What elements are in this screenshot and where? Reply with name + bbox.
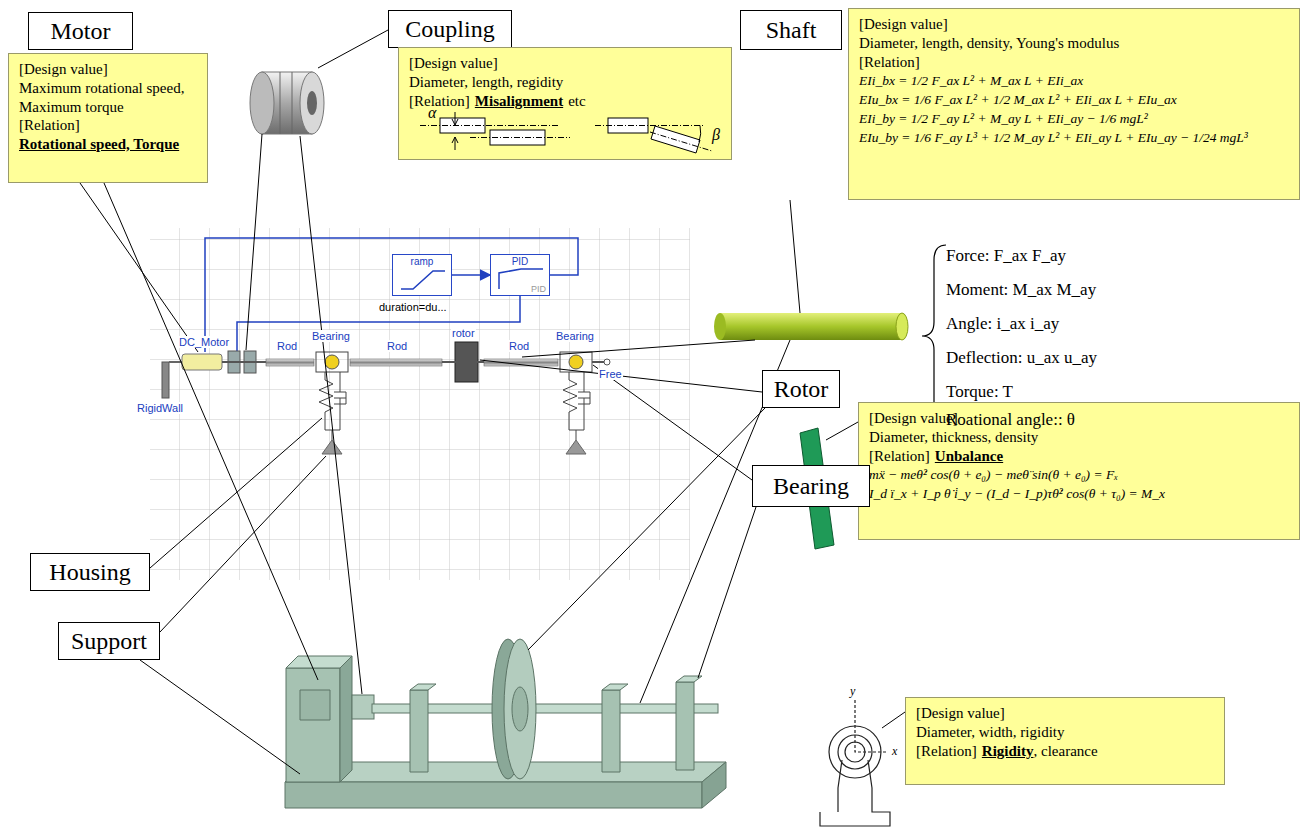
variable-item: Angle: i_ax i_ay (946, 314, 1059, 334)
component-name: Rod (386, 340, 408, 352)
block-parameter: duration=du... (379, 301, 447, 313)
equation: I_d ï_x + I_p θ̇ i̇_y − (I_d − I_p)τθ̇² … (869, 486, 1165, 501)
pid-block: PID PID (490, 254, 550, 296)
part-label: Bearing (752, 465, 870, 507)
note-text: [Relation] (869, 448, 930, 464)
note-text: [Relation] (409, 93, 470, 109)
block-caption: PID (531, 284, 546, 294)
part-label: Coupling (388, 10, 512, 48)
equation: mẍ − meθ̇² cos(θ + e₀) − meθ̈ sin(θ + e₀… (869, 467, 1118, 482)
component-name: Rod (508, 340, 530, 352)
text-line: [Design value] (859, 15, 1289, 34)
text-line: [Relation] Rigidity, clearance (916, 742, 1214, 761)
note-text: [Design value] (869, 410, 958, 426)
equation: EIu_by = 1/6 F_ay L³ + 1/2 M_ay L² + EIi… (859, 130, 1248, 145)
note-text: [Design value] (409, 55, 498, 71)
text-line: [Design value] (409, 54, 721, 73)
component-name: Rod (276, 340, 298, 352)
design-note: [Design value] Diameter, length, regidity… (398, 47, 732, 160)
text-line: EIu_by = 1/6 F_ay L³ + 1/2 M_ay L² + EIi… (859, 128, 1289, 147)
text-line: mẍ − meθ̇² cos(θ + e₀) − meθ̈ sin(θ + e₀… (869, 465, 1289, 484)
note-text: Rotational speed, Torque (19, 136, 179, 152)
text-line: [Design value] (19, 60, 197, 79)
note-text: Misalignment (475, 93, 563, 109)
variable-item: Deflection: u_ax u_ay (946, 348, 1097, 368)
ramp-block: rampduration=du... (392, 254, 452, 296)
text-line: [Design value] (916, 704, 1214, 723)
component-name: Bearing (555, 330, 595, 342)
note-text: Maximum rotational speed, Maximum torque (19, 80, 184, 115)
label-text: Motor (51, 18, 111, 45)
text-line: [Relation] Unbalance (869, 447, 1289, 466)
text-line: EIu_bx = 1/6 F_ax L² + 1/2 M_ax L² + EIi… (859, 90, 1289, 109)
note-text: Unbalance (935, 448, 1003, 464)
note-text: Diameter, thickness, density (869, 429, 1038, 445)
note-text: Diameter, length, density, Young's modul… (859, 35, 1119, 51)
note-text: [Relation] (859, 54, 920, 70)
part-label: Rotor (762, 370, 840, 408)
note-text: etc (568, 93, 585, 109)
equation: EIi_bx = 1/2 F_ax L² + M_ax L + EIi_ax (859, 73, 1083, 88)
variable-item: Torque: T (946, 382, 1013, 402)
text-line: [Design value] (869, 409, 1289, 428)
note-text: Diameter, width, rigidity (916, 724, 1065, 740)
design-note: [Design value] Diameter, width, rigidity [… (905, 697, 1225, 785)
angle-symbol: α (428, 104, 436, 122)
text-line: Maximum rotational speed, Maximum torque (19, 79, 197, 117)
text-line: Diameter, width, rigidity (916, 723, 1214, 742)
text-line: [Relation] Misalignment etc (409, 92, 721, 111)
label-text: Rotor (774, 376, 829, 403)
label-text: Housing (49, 559, 130, 586)
variable-item: Force: F_ax F_ay (946, 246, 1066, 266)
note-text: Rigidity (982, 743, 1034, 759)
text-line: Diameter, length, regidity (409, 73, 721, 92)
part-label: Shaft (740, 10, 842, 50)
part-label: Motor (28, 12, 133, 50)
note-text: [Relation] (19, 117, 80, 133)
component-name: DC_Motor (178, 336, 230, 348)
label-text: Shaft (766, 17, 817, 44)
note-text: [Relation] (916, 743, 977, 759)
design-note: [Design value] Diameter, length, density,… (848, 8, 1300, 200)
note-text: , clearance (1034, 743, 1098, 759)
block-title: PID (491, 256, 549, 267)
design-note: [Design value] Diameter, thickness, densi… (858, 402, 1300, 540)
text-line: [Relation] (859, 53, 1289, 72)
text-line: Rotational speed, Torque (19, 135, 197, 154)
note-text: [Design value] (859, 16, 948, 32)
component-name: Free (598, 368, 623, 380)
axis-label: x (892, 744, 897, 759)
text-line: EIi_by = 1/2 F_ay L² + M_ay L + EIi_ay −… (859, 109, 1289, 128)
note-text: [Design value] (916, 705, 1005, 721)
equation: EIi_by = 1/2 F_ay L² + M_ay L + EIi_ay −… (859, 111, 1148, 126)
text-line: Diameter, thickness, density (869, 428, 1289, 447)
component-name: RigidWall (136, 402, 184, 414)
design-note: [Design value] Maximum rotational speed, … (8, 53, 208, 183)
axis-label: y (850, 684, 855, 699)
note-text: [Design value] (19, 61, 108, 77)
note-text: Diameter, length, regidity (409, 74, 563, 90)
block-title: ramp (393, 256, 451, 267)
text-line: EIi_bx = 1/2 F_ax L² + M_ax L + EIi_ax (859, 71, 1289, 90)
label-text: Support (71, 628, 147, 655)
text-line: [Relation] (19, 116, 197, 135)
signal-connector (452, 274, 490, 276)
text-line: Diameter, length, density, Young's modul… (859, 34, 1289, 53)
ramp-curve (401, 271, 445, 289)
component-name: Bearing (311, 330, 351, 342)
variable-item: Roational angle:: θ (946, 410, 1075, 430)
component-name: rotor (451, 327, 476, 339)
angle-symbol: β (712, 126, 720, 144)
variable-item: Moment: M_ax M_ay (946, 280, 1096, 300)
label-text: Bearing (773, 473, 849, 500)
label-text: Coupling (405, 16, 494, 43)
equation: EIu_bx = 1/6 F_ax L² + 1/2 M_ax L² + EIi… (859, 92, 1177, 107)
text-line: I_d ï_x + I_p θ̇ i̇_y − (I_d − I_p)τθ̇² … (869, 484, 1289, 503)
part-label: Support (58, 622, 160, 660)
part-label: Housing (30, 553, 150, 591)
